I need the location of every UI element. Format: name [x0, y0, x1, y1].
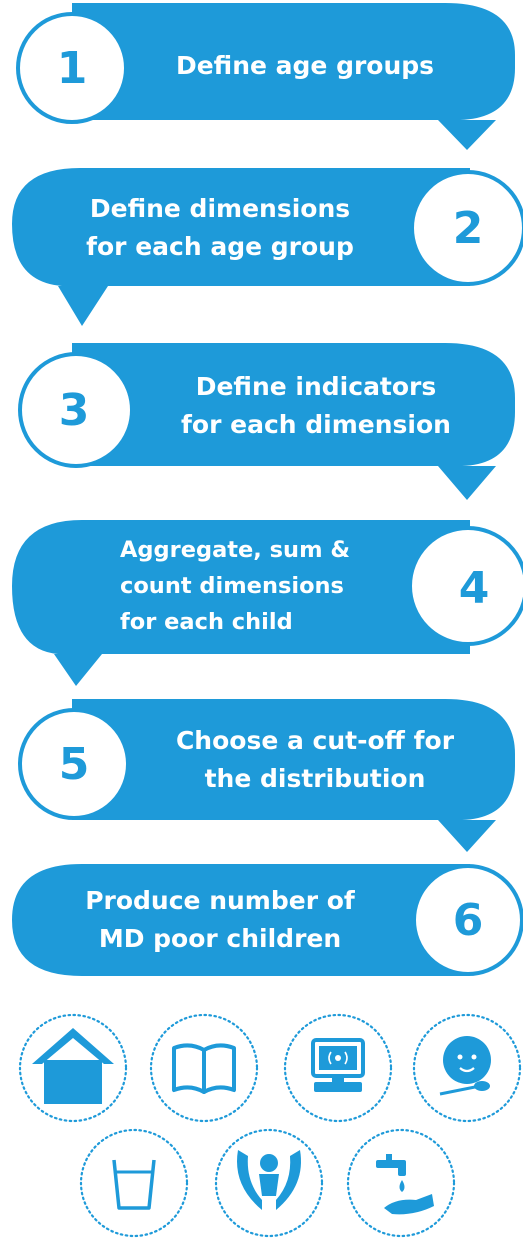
step-4-banner: [12, 520, 523, 686]
step-2-label: Define dimensions for each age group: [30, 186, 410, 270]
step-4-line-3: for each child: [120, 609, 293, 635]
step-3-number: 3: [58, 384, 90, 436]
step-5-label: Choose a cut-off for the distribution: [140, 718, 490, 802]
shelter-icon: [32, 1028, 114, 1104]
step-2-line-2: for each age group: [86, 232, 354, 261]
step-5-line-2: the distribution: [204, 764, 426, 793]
step-1-line-1: Define age groups: [175, 51, 435, 80]
step-1-banner: [16, 3, 515, 150]
nutrition-icon: [439, 1036, 491, 1096]
education-icon: [172, 1043, 236, 1094]
step-3-line-1: Define indicators: [195, 372, 437, 401]
step-6-banner: [12, 864, 523, 976]
information-icon: [311, 1038, 365, 1092]
step-6-line-2: MD poor children: [98, 924, 342, 953]
step-5-banner: [18, 699, 515, 852]
step-5-line-1: Choose a cut-off for: [175, 726, 455, 755]
step-4: 4 Aggregate, sum & count dimensions for …: [0, 516, 523, 686]
step-2: 2 Define dimensions for each age group: [0, 166, 523, 326]
step-2-number: 2: [452, 202, 484, 254]
step-1: 1 Define age groups: [0, 0, 523, 150]
step-4-number: 4: [458, 562, 490, 614]
step-6-number: 6: [452, 894, 484, 946]
water-icon: [112, 1159, 156, 1210]
health-icon: [237, 1150, 301, 1210]
step-1-label: Define age groups: [140, 36, 470, 96]
step-3: 3 Define indicators for each dimension: [0, 340, 523, 500]
step-2-line-1: Define dimensions: [89, 194, 351, 223]
step-2-banner: [12, 168, 523, 326]
step-5: 5 Choose a cut-off for the distribution: [0, 696, 523, 852]
step-5-number: 5: [58, 738, 90, 790]
step-4-line-1: Aggregate, sum &: [120, 537, 350, 563]
step-3-banner: [18, 343, 515, 500]
step-1-number: 1: [56, 42, 88, 94]
step-4-line-2: count dimensions: [120, 573, 344, 599]
step-3-line-2: for each dimension: [181, 410, 451, 439]
step-6: 6 Produce number of MD poor children: [0, 860, 523, 1010]
sanitation-icon: [376, 1154, 434, 1215]
step-6-label: Produce number of MD poor children: [30, 878, 410, 962]
step-6-line-1: Produce number of: [85, 886, 355, 915]
step-4-label: Aggregate, sum & count dimensions for ea…: [120, 530, 410, 642]
step-3-label: Define indicators for each dimension: [146, 364, 486, 448]
